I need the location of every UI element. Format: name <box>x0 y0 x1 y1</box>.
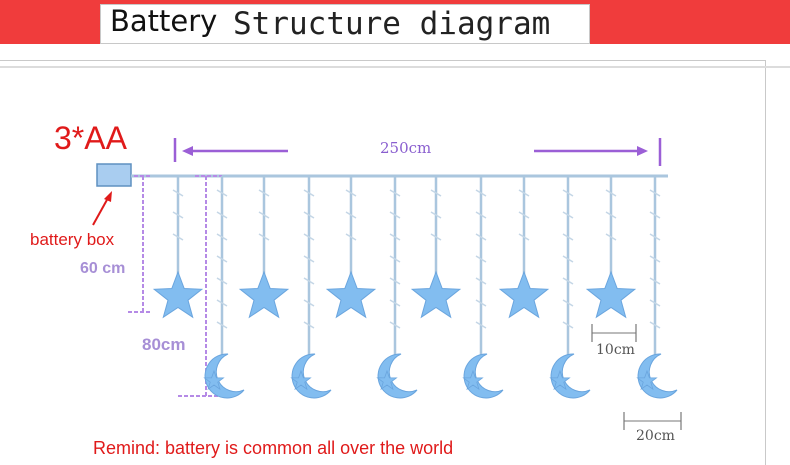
title-battery: Battery <box>110 4 218 38</box>
star-icon <box>325 270 377 319</box>
mini-bulb <box>389 299 401 307</box>
crescent-moon-icon <box>550 353 591 399</box>
mini-bulb <box>258 189 270 197</box>
mini-bulb <box>475 189 487 197</box>
mini-bulb <box>649 299 661 307</box>
star-icon <box>238 270 290 319</box>
mini-bulb <box>303 233 315 241</box>
small-star-icon <box>203 369 225 391</box>
mini-bulb <box>430 211 442 219</box>
battery-box-label: battery box <box>30 230 115 249</box>
mini-bulb <box>216 255 228 263</box>
mini-bulb <box>649 233 661 241</box>
crescent-moon-icon <box>291 353 332 399</box>
mini-bulb <box>649 211 661 219</box>
small-star-icon <box>636 369 658 391</box>
small-star-icon <box>549 369 571 391</box>
mini-bulb <box>216 211 228 219</box>
mini-bulb <box>649 255 661 263</box>
mini-bulb <box>562 233 574 241</box>
mini-bulb <box>605 189 617 197</box>
small-star-icon <box>376 369 398 391</box>
mini-bulb <box>389 277 401 285</box>
small-gap-label: 10cm <box>596 342 635 358</box>
star-icon <box>585 270 637 319</box>
mini-bulb <box>649 277 661 285</box>
mini-bulb <box>303 211 315 219</box>
mini-bulb <box>562 211 574 219</box>
mini-bulb <box>216 277 228 285</box>
mini-bulb <box>172 233 184 241</box>
crescent-moon-icon <box>204 353 245 399</box>
star-icon <box>498 270 550 319</box>
mini-bulb <box>475 299 487 307</box>
mini-bulb <box>649 321 661 329</box>
mini-bulb <box>345 211 357 219</box>
title-structure-diagram: Structure diagram <box>233 6 551 42</box>
mini-bulb <box>605 233 617 241</box>
mini-bulb <box>518 211 530 219</box>
battery-box-icon <box>96 163 132 187</box>
remind-note: Remind: battery is common all over the w… <box>93 438 454 458</box>
mini-bulb <box>430 233 442 241</box>
mini-bulb <box>303 277 315 285</box>
mini-bulb <box>303 299 315 307</box>
mini-bulb <box>389 233 401 241</box>
mini-bulb <box>216 233 228 241</box>
mini-bulb <box>389 211 401 219</box>
mini-bulb <box>303 321 315 329</box>
star-icon <box>410 270 462 319</box>
large-gap-label: 20cm <box>636 428 675 444</box>
mini-bulb <box>216 299 228 307</box>
mini-bulb <box>389 255 401 263</box>
battery-box-pointer <box>92 197 109 226</box>
mini-bulb <box>389 321 401 329</box>
mini-bulb <box>562 255 574 263</box>
mini-bulb <box>303 189 315 197</box>
mini-bulb <box>475 277 487 285</box>
short-drop-label: 60 cm <box>80 260 126 277</box>
mini-bulb <box>172 189 184 197</box>
mini-bulb <box>475 321 487 329</box>
mini-bulb <box>172 211 184 219</box>
small-star-icon <box>462 369 484 391</box>
mini-bulb <box>649 189 661 197</box>
star-icon <box>152 270 204 319</box>
frame-rule <box>0 66 790 68</box>
mini-bulb <box>475 255 487 263</box>
mini-bulb <box>216 189 228 197</box>
title-panel <box>100 4 590 44</box>
mini-bulb <box>345 189 357 197</box>
mini-bulb <box>389 189 401 197</box>
crescent-moon-icon <box>463 353 504 399</box>
mini-bulb <box>475 211 487 219</box>
light-strands <box>152 176 678 399</box>
mini-bulb <box>258 211 270 219</box>
diagram-frame <box>0 60 766 465</box>
mini-bulb <box>605 211 617 219</box>
mini-bulb <box>303 255 315 263</box>
mini-bulb <box>475 233 487 241</box>
mini-bulb <box>562 189 574 197</box>
mini-bulb <box>518 233 530 241</box>
crescent-moon-icon <box>637 353 678 399</box>
mini-bulb <box>562 299 574 307</box>
mini-bulb <box>430 189 442 197</box>
mini-bulb <box>258 233 270 241</box>
long-drop-label: 80cm <box>142 335 186 354</box>
mini-bulb <box>562 321 574 329</box>
small-star-icon <box>290 369 312 391</box>
mini-bulb <box>216 321 228 329</box>
mini-bulb <box>562 277 574 285</box>
crescent-moon-icon <box>377 353 418 399</box>
mini-bulb <box>345 233 357 241</box>
total-width-label: 250cm <box>380 139 432 157</box>
battery-count-label: 3*AA <box>54 120 127 156</box>
mini-bulb <box>518 189 530 197</box>
